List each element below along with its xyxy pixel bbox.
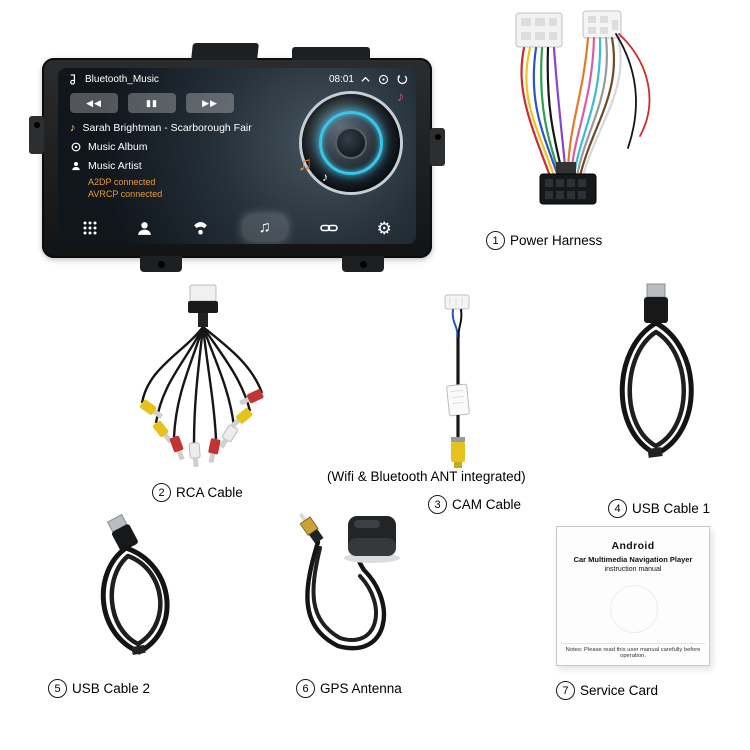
artist-icon [70,161,81,172]
item-number: 1 [486,231,505,250]
item-label-usb-cable-1: 4 USB Cable 1 [608,499,710,518]
usb2-connector [106,513,138,552]
music-icon: ♫ [242,215,287,241]
previous-button: ◀◀ [70,93,118,113]
track-title: Sarah Brightman - Scarborough Fair [82,122,252,134]
gps-cable-coil [305,539,387,651]
decor-music-note-white: ♪ [322,170,328,184]
settings-gear-icon: ⚙ [376,218,392,238]
album-label: Music Album [88,141,148,153]
item-text: CAM Cable [452,497,522,512]
rca-wires [140,326,264,444]
screw-hole [33,122,40,128]
bluetooth-music-icon [66,72,80,86]
cam-cable-note: (Wifi & Bluetooth ANT integrated) [327,469,526,484]
usb-cable-1-photo [619,283,694,458]
usb2-coil [100,545,170,655]
item-label-service-card: 7 Service Card [556,681,658,700]
screw-hole [359,261,367,268]
cam-cable-photo [444,294,470,468]
head-unit-screen: Bluetooth_Music 08:01 ◀◀ ▮▮ [58,68,416,244]
music-note-icon: ♪ [70,121,76,134]
pause-button: ▮▮ [128,93,176,113]
next-button: ▶▶ [186,93,234,113]
item-label-gps-antenna: 6 GPS Antenna [296,679,402,698]
item-text: GPS Antenna [320,681,402,696]
mount-tab [191,43,259,60]
power-harness-photo [515,10,651,205]
service-card-watermark [610,585,658,633]
cam-rca-plug-yellow [451,437,465,468]
phone-icon [187,216,213,240]
arrow-up-icon [359,73,372,86]
item-number: 4 [608,499,627,518]
playback-controls: ◀◀ ▮▮ ▶▶ [70,93,234,113]
service-card-subtitle: Car Multimedia Navigation Player [573,555,693,564]
decor-music-note-pink: ♪ [397,88,404,104]
mount-tab [292,47,370,60]
item-number: 6 [296,679,315,698]
cam-label-sticker [446,383,470,417]
gps-sma-connector [298,512,324,544]
gps-antenna-puck [344,516,400,563]
service-card-line: instruction manual [604,566,662,573]
rca-head-connector [188,284,218,327]
link-icon [316,216,342,240]
service-card-title: Android [611,540,655,552]
disc-icon [377,73,390,86]
rca-cable-photo [139,284,264,468]
status-bar-app-title: Bluetooth_Music [85,73,159,85]
album-icon [70,142,81,153]
gps-antenna-photo [298,512,400,651]
harness-connector-white-2 [582,10,622,39]
cam-top-connector [444,294,470,310]
mount-tab [342,256,384,272]
artist-label: Music Artist [88,160,142,172]
usb1-coil [619,320,694,458]
harness-connector-black [539,162,597,205]
status-bar-time: 08:01 [328,73,354,85]
knob-cyan-ring [319,111,383,175]
usb-cable-2-photo [100,513,170,655]
item-text: Power Harness [510,233,603,248]
mount-bracket-left [29,116,44,154]
item-label-rca-cable: 2 RCA Cable [152,483,243,502]
apps-grid-icon [77,216,103,240]
item-number: 3 [428,495,447,514]
decor-music-note-orange: ♫ [297,154,312,175]
artist-row: Music Artist [70,160,142,172]
service-card-note: Notes: Please read this user manual care… [561,643,705,659]
avrcp-status: AVRCP connected [88,189,163,199]
harness-connector-white-1 [515,12,563,48]
track-row: ♪ Sarah Brightman - Scarborough Fair [70,122,252,134]
a2dp-status: A2DP connected [88,177,156,187]
item-text: RCA Cable [176,485,243,500]
screw-hole [434,134,441,140]
status-bar: Bluetooth_Music 08:01 [66,71,408,87]
item-text: USB Cable 2 [72,681,151,696]
album-row: Music Album [70,141,148,153]
item-label-cam-cable: 3 CAM Cable [428,495,521,514]
mount-tab [140,256,182,272]
knob-center [335,127,367,159]
item-number: 5 [48,679,67,698]
mount-bracket-right [430,128,445,166]
harness-wires [520,33,651,178]
contacts-icon [132,216,158,240]
rca-plugs [139,389,264,468]
item-text: USB Cable 1 [632,501,711,516]
item-label-power-harness: 1 Power Harness [486,231,602,250]
screw-hole [157,261,165,268]
bottom-nav-bar: ♫ ⚙ [62,213,412,243]
usb1-connector [644,283,668,323]
item-number: 2 [152,483,171,502]
service-card: Android Car Multimedia Navigation Player… [556,526,710,666]
back-arrow-icon [395,73,408,86]
item-label-usb-cable-2: 5 USB Cable 2 [48,679,150,698]
volume-knob [302,94,400,192]
head-unit: Bluetooth_Music 08:01 ◀◀ ▮▮ [29,43,445,272]
item-number: 7 [556,681,575,700]
item-text: Service Card [580,683,659,698]
